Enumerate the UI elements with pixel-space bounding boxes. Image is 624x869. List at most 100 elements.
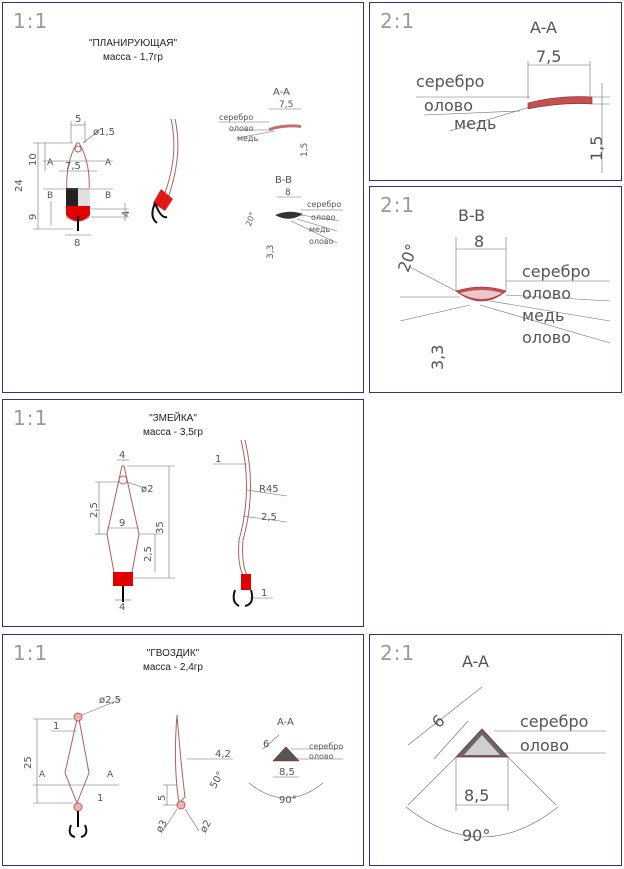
lure-mass: масса - 1,7гр: [103, 52, 163, 63]
height-dim: 1,5: [587, 136, 606, 161]
section-b-left: B: [47, 191, 53, 201]
lure-mass: масса - 3,5гр: [143, 427, 203, 438]
dim-25: 25: [23, 756, 34, 769]
layer-4: олово: [522, 328, 571, 347]
small-aa-layer-1: серебро: [219, 113, 253, 122]
panel-gvozdik: 1:1 "ГВОЗДИК" масса - 2,4гр ø2,5 1 25 A …: [2, 634, 364, 866]
dim-d2-5: ø2,5: [99, 695, 121, 706]
dim-d2: ø2: [141, 484, 153, 495]
angle-dim: 20°: [394, 241, 422, 274]
panel-section-bb-2x: 2:1 B-B 8 20° 3,3 серебро олово медь оло…: [369, 186, 622, 393]
drawing-gvozdik: ø2,5 1 25 A A 1 4,2 5 50° ø3 ø2 A-A 6 8,…: [23, 695, 343, 838]
lure-mass: масса - 2,4гр: [143, 662, 203, 673]
dim-5: 5: [75, 114, 81, 125]
dim-1: 1: [53, 721, 59, 732]
panel-planiruyushchaya: 1:1 "ПЛАНИРУЮЩАЯ" масса - 1,7гр 5 ø1,5 2…: [2, 2, 364, 393]
dim-7-5: 7,5: [65, 161, 81, 172]
dim-d2: ø2: [198, 818, 214, 834]
small-bb-layer-2: олово: [311, 213, 336, 222]
small-section-aa-label: A-A: [273, 87, 290, 98]
lure-title: "ЗМЕЙКА": [149, 413, 197, 424]
small-aa-width: 7,5: [279, 100, 293, 110]
layer-3: медь: [522, 306, 564, 325]
title-block: "ЗМЕЙКА" масса - 3,5гр: [103, 412, 243, 440]
dim-2-5b: 2,5: [143, 546, 154, 562]
dim-4b: 4: [119, 602, 125, 613]
dim-4: 4: [121, 211, 132, 217]
dim-1: 1: [215, 454, 221, 465]
dim-10: 10: [28, 153, 39, 166]
layer-3: медь: [454, 114, 496, 133]
dim-d1-5: ø1,5: [93, 127, 115, 138]
drawing-section-aa-gvozdik-2x: A-A 6 8,5 90° серебро олово: [405, 652, 606, 845]
section-b-right: B: [105, 191, 111, 201]
scale-label: 2:1: [380, 9, 416, 33]
dim-4-2: 4,2: [215, 749, 231, 760]
dim-2-5: 2,5: [89, 502, 100, 518]
layer-2: олово: [522, 284, 571, 303]
drawing-section-aa-2x: A-A 7,5 1,5 серебро олово медь: [416, 18, 610, 173]
dim-5: 5: [157, 795, 168, 801]
width-dim: 8: [474, 232, 484, 251]
panel-section-aa-2x: 2:1 A-A 7,5 1,5 серебро олово медь: [369, 2, 622, 181]
section-label: A-A: [462, 652, 489, 671]
dim-d3: ø3: [154, 818, 170, 834]
dim-4: 4: [119, 450, 125, 461]
dim-r45: R45: [259, 484, 279, 495]
layer-1: серебро: [520, 712, 588, 731]
section-a-left: A: [39, 770, 46, 780]
dim-1b: 1: [97, 793, 103, 804]
scale-label: 2:1: [380, 193, 416, 217]
scale-label: 1:1: [13, 406, 49, 430]
small-bb-angle: 20°: [244, 211, 257, 227]
section-a-right: A: [107, 770, 114, 780]
small-aa-layer-3: медь: [237, 134, 258, 143]
scale-label: 1:1: [13, 9, 49, 33]
red-weight: [66, 206, 90, 221]
scale-label: 1:1: [13, 641, 49, 665]
title-block: "ГВОЗДИК" масса - 2,4гр: [103, 647, 243, 675]
dim-1b: 1: [261, 588, 267, 599]
width-dim: 7,5: [536, 47, 561, 66]
red-weight: [113, 572, 133, 586]
six-dim: 6: [428, 711, 449, 732]
section-a-right: A: [105, 158, 112, 168]
small-bb-layer-3: медь: [309, 225, 330, 234]
small-aa-layer-2: олово: [229, 124, 254, 133]
lure-title: "ПЛАНИРУЮЩАЯ": [88, 38, 178, 49]
section-label: A-A: [530, 18, 557, 37]
layer-2: олово: [424, 96, 473, 115]
small-bb-width: 8: [285, 188, 291, 198]
dim-9: 9: [28, 214, 39, 220]
small-section-label: A-A: [277, 717, 294, 728]
scale-label: 2:1: [380, 641, 416, 665]
small-bb-height: 3,3: [266, 245, 276, 259]
section-a-left: A: [47, 158, 54, 168]
small-section-bb-label: B-B: [275, 175, 292, 186]
dim-8: 8: [74, 238, 80, 249]
small-six: 6: [263, 739, 269, 750]
dim-50: 50°: [208, 770, 226, 791]
small-bb-layer-1: серебро: [307, 200, 341, 209]
height-dim: 3,3: [428, 345, 447, 370]
dim-35: 35: [155, 521, 166, 534]
panel-zmeika: 1:1 "ЗМЕЙКА" масса - 3,5гр 4 ø2 2,5 9 35…: [2, 399, 364, 627]
small-aa-height: 1,5: [300, 143, 310, 157]
drawing-zmeika: 4 ø2 2,5 9 35 2,5 4 1 R45 2,5 1: [89, 439, 288, 613]
small-bb-layer-4: олово: [309, 237, 334, 246]
lure-title: "ГВОЗДИК": [146, 648, 200, 659]
layer-1: серебро: [522, 262, 590, 281]
drawing-planiruyushchaya: 5 ø1,5 24 10 9 A A 7,5 B B 4 8 A-A 7,5 1…: [14, 87, 343, 259]
section-label: B-B: [458, 206, 485, 225]
small-width: 8,5: [279, 767, 295, 778]
dim-9: 9: [119, 518, 125, 529]
lure-body-outline: [64, 718, 90, 805]
dim-24: 24: [14, 179, 25, 192]
small-layer-2: олово: [309, 752, 334, 761]
layer-2: олово: [520, 736, 569, 755]
drawing-section-bb-2x: B-B 8 20° 3,3 серебро олово медь олово: [394, 206, 611, 370]
small-layer-1: серебро: [309, 742, 343, 751]
layer-1: серебро: [416, 72, 484, 91]
width-dim: 8,5: [464, 786, 489, 805]
panel-section-aa-gvozdik-2x: 2:1 A-A 6 8,5 90° серебро олово: [369, 634, 622, 866]
